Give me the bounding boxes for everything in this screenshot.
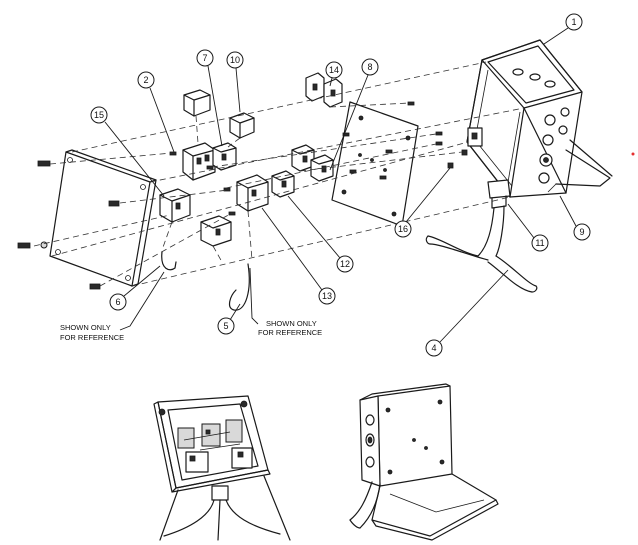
svg-text:9: 9: [579, 227, 584, 237]
svg-text:14: 14: [329, 65, 339, 75]
mounting-screws: [169, 101, 468, 216]
terminal-blocks-right: [291, 144, 334, 182]
callout-1: 1: [543, 13, 583, 45]
svg-text:12: 12: [340, 259, 350, 269]
enclosure-box: [466, 39, 613, 198]
assembly-lines: [33, 61, 525, 287]
relay-left: [183, 89, 211, 117]
svg-text:15: 15: [94, 110, 104, 120]
callout-9: 9: [559, 195, 591, 241]
socket-center: [236, 174, 269, 212]
svg-text:1: 1: [571, 17, 576, 27]
svg-text:4: 4: [431, 343, 436, 353]
reference-wires: [161, 251, 250, 311]
power-cable: [425, 205, 538, 293]
cover-screws: [17, 160, 120, 290]
marker-dot: [631, 152, 635, 156]
svg-text:16: 16: [398, 224, 408, 234]
callout-7: 7: [196, 49, 223, 147]
svg-text:2: 2: [143, 75, 148, 85]
callout-11: 11: [507, 203, 549, 252]
note-left: SHOWN ONLY FOR REFERENCE: [60, 271, 165, 342]
cable-gland: [487, 179, 511, 209]
mounting-plate: [331, 101, 419, 227]
fuse-holder-12: [271, 170, 295, 198]
svg-text:13: 13: [322, 291, 332, 301]
svg-text:7: 7: [202, 53, 207, 63]
svg-text:11: 11: [535, 238, 544, 248]
callout-12: 12: [287, 195, 354, 273]
callout-10: 10: [226, 51, 244, 113]
callout-4: 4: [425, 269, 509, 357]
assembled-view-open: [153, 395, 291, 541]
callout-16: 16: [394, 167, 451, 238]
callout-5: 5: [217, 303, 241, 335]
relay-socket-left: [182, 142, 216, 181]
svg-text:10: 10: [230, 55, 240, 65]
svg-text:SHOWN ONLY: SHOWN ONLY: [60, 323, 111, 332]
svg-text:FOR REFERENCE: FOR REFERENCE: [60, 333, 124, 342]
terminal-blocks-14: [305, 72, 343, 108]
terminal-block-lower: [200, 215, 232, 247]
callout-2: 2: [137, 71, 175, 153]
relay-right: [229, 112, 255, 139]
callout-6: 6: [109, 265, 161, 311]
callout-8: 8: [329, 58, 379, 171]
terminal-block-15: [159, 188, 191, 223]
relay-socket-mid: [212, 142, 237, 171]
svg-text:FOR REFERENCE: FOR REFERENCE: [258, 328, 322, 337]
assembled-view-closed: [349, 383, 499, 541]
callout-15: 15: [90, 106, 165, 197]
note-right: SHOWN ONLY FOR REFERENCE: [249, 267, 322, 337]
callout-14: 14: [325, 61, 343, 87]
callout-13: 13: [261, 207, 336, 305]
svg-text:8: 8: [367, 62, 372, 72]
cover-plate: [49, 149, 157, 287]
svg-text:SHOWN ONLY: SHOWN ONLY: [266, 319, 317, 328]
svg-text:5: 5: [223, 321, 228, 331]
svg-text:6: 6: [115, 297, 120, 307]
